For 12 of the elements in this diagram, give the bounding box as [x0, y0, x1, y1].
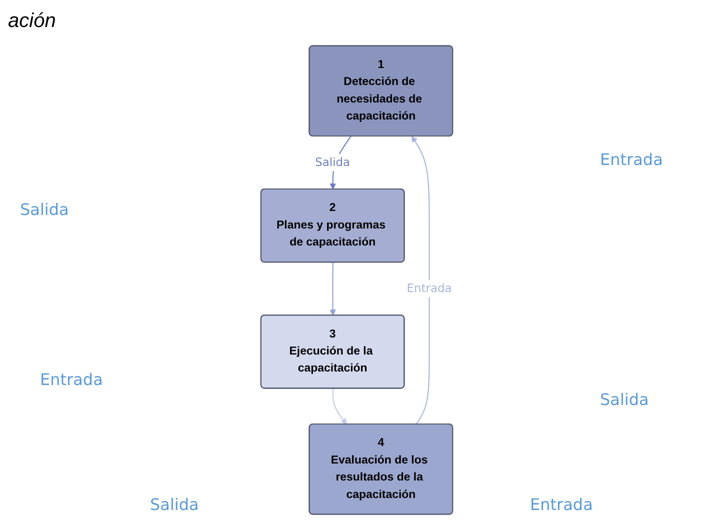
edge-label: Salida	[315, 155, 350, 169]
diagram-title: ación	[8, 10, 56, 33]
flow-label: Entrada	[40, 370, 103, 389]
flow-label: Salida	[600, 390, 649, 409]
arrow	[332, 388, 348, 425]
flow-label: Salida	[150, 495, 199, 514]
edge-label: Entrada	[407, 281, 452, 296]
flow-label: Salida	[20, 200, 69, 219]
flow-label: Entrada	[600, 150, 663, 169]
arrow	[330, 262, 336, 316]
arrow	[412, 136, 430, 425]
flow-label: Entrada	[530, 495, 593, 514]
